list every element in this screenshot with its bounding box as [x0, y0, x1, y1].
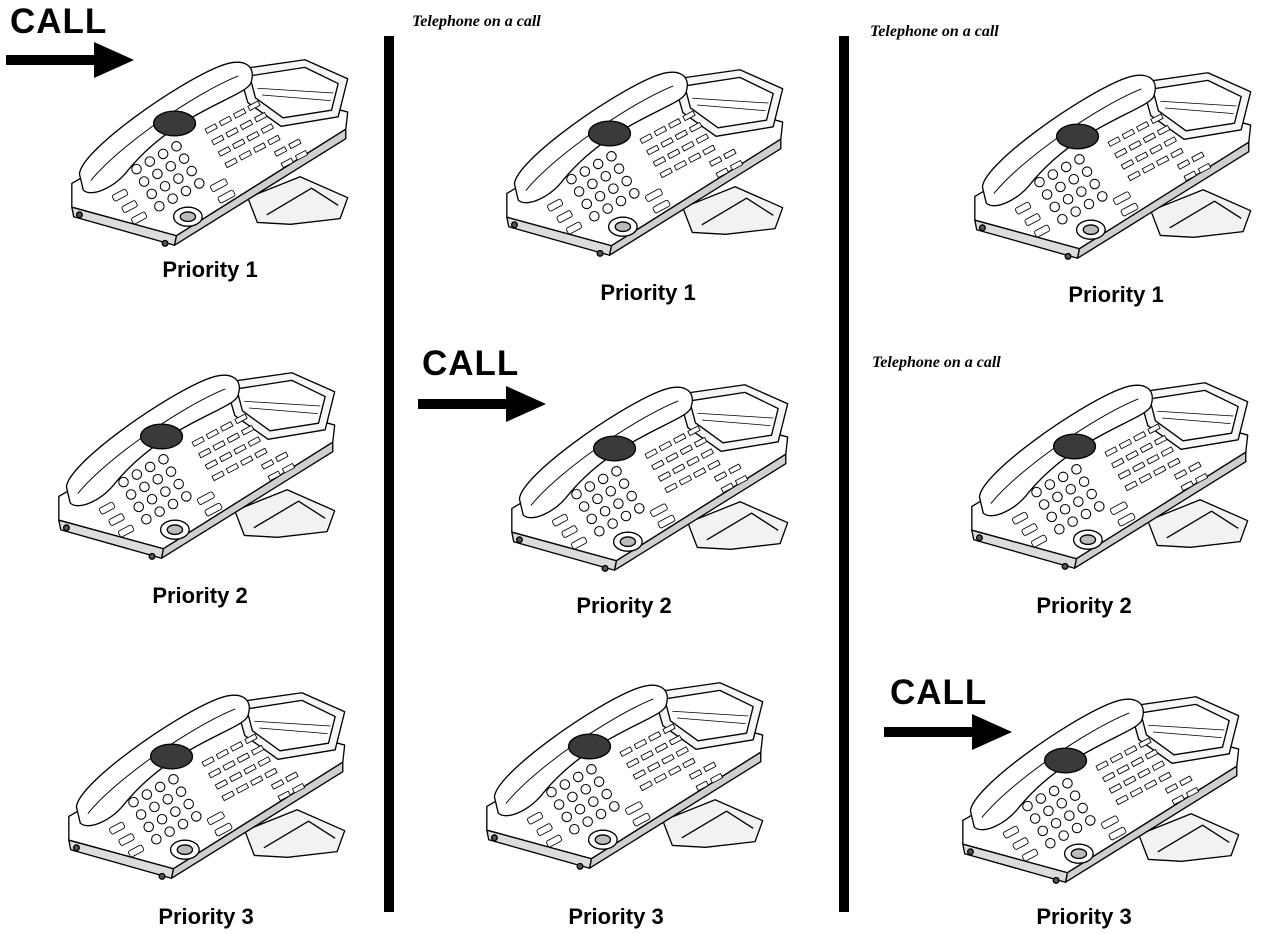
priority-label: Priority 3 [158, 904, 254, 929]
column-divider-left [384, 36, 394, 912]
phone-icon [68, 692, 346, 880]
call-label: CALL [10, 2, 108, 41]
priority-label: Priority 3 [568, 904, 664, 929]
priority-label: Priority 1 [162, 257, 258, 282]
priority-label: Priority 2 [1036, 593, 1132, 618]
call-label: CALL [890, 673, 988, 712]
call-label: CALL [422, 344, 520, 383]
priority-label: Priority 1 [600, 280, 696, 305]
column-divider-right [839, 36, 849, 912]
status-note: Telephone on a call [872, 354, 1001, 371]
phone-icon [974, 72, 1252, 260]
priority-label: Priority 2 [152, 583, 248, 608]
priority-label: Priority 1 [1068, 282, 1164, 307]
priority-label: Priority 2 [576, 593, 672, 618]
phone-icon [511, 384, 789, 572]
phone-icon [506, 69, 784, 257]
phone-icon [962, 696, 1240, 884]
status-note: Telephone on a call [870, 23, 999, 40]
phone-icon [71, 59, 349, 247]
priority-label: Priority 3 [1036, 904, 1132, 929]
phone-icon [58, 372, 336, 560]
status-note: Telephone on a call [412, 13, 541, 30]
phone-icon [971, 382, 1249, 570]
phone-icon [486, 682, 764, 870]
